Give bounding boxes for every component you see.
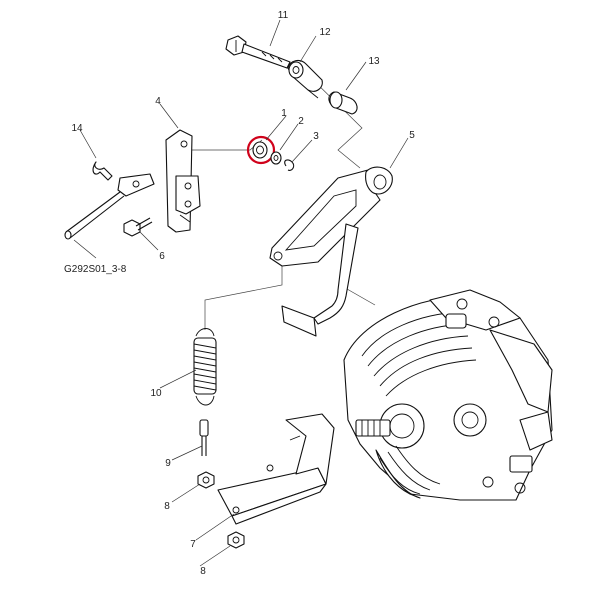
callout-label: 1 [281,108,287,119]
bracket-part-4 [165,129,201,233]
bolt-part-6 [123,217,153,237]
highlight-ring [246,135,276,165]
bushing-holder-part-12 [287,59,323,99]
callout-label: 12 [319,27,331,38]
callout-label: 13 [368,56,380,67]
callout-label: 2 [298,116,304,127]
callout-label: 3 [313,131,319,142]
callout-label: 6 [159,251,165,262]
callout-label: 5 [409,130,415,141]
callout-label: 14 [71,123,83,134]
callout-label: 4 [155,96,161,107]
callout-label: 9 [165,458,171,469]
callout-label: 10 [150,388,162,399]
bolt-part-11 [225,35,291,69]
washer-part-2 [270,151,282,165]
callout-label: 7 [190,539,196,550]
nut-part-8-lower [227,531,245,549]
diagram-code: G292S01_3-8 [64,264,127,275]
callout-label: 11 [278,10,289,21]
pin-part-9 [199,419,209,456]
bearing-part-1-highlighted[interactable] [246,135,276,165]
callout-label: 8 [200,566,206,577]
cotter-pin-part-14 [92,161,113,181]
pedal-arm-part-5 [269,166,393,337]
nut-part-8-upper [197,471,215,489]
spring-part-10 [193,328,217,406]
leader-lines [73,19,409,567]
rod-assembly [64,173,155,240]
mounting-bracket-part-7 [217,413,335,525]
transmission-pump-assembly [343,289,553,501]
assembly-line-pedal-to-spring [204,262,283,330]
callout-label: 8 [164,501,170,512]
bushing-part-13 [328,91,358,115]
